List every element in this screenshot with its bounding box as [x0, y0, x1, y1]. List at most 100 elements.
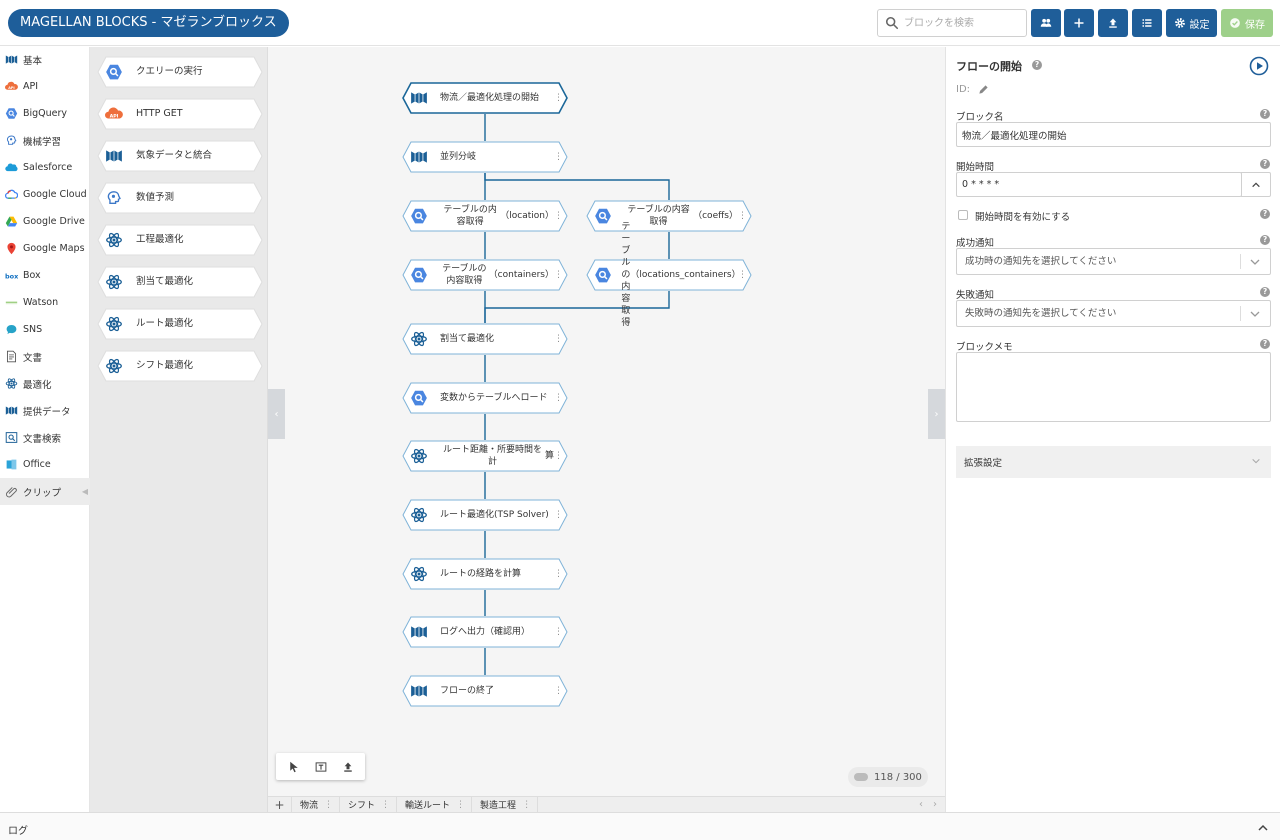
- category-item[interactable]: BigQuery: [0, 100, 90, 127]
- flow-node-assign-opt[interactable]: 割当て最適化 ⋮: [402, 323, 568, 355]
- palette-block[interactable]: 数値予測: [97, 182, 263, 214]
- toggle-icon[interactable]: [854, 773, 868, 781]
- flow-node-route-distance[interactable]: ルート距離・所要時間を計算⋮: [402, 440, 568, 472]
- chevron-right-icon[interactable]: ›: [933, 799, 937, 810]
- pencil-icon[interactable]: [978, 84, 989, 95]
- help-icon[interactable]: ?: [1260, 235, 1270, 245]
- search-box[interactable]: [877, 9, 1027, 37]
- settings-button[interactable]: 設定: [1166, 9, 1217, 37]
- flow-node-route-opt[interactable]: ルート最適化(TSP Solver) ⋮: [402, 499, 568, 531]
- help-icon[interactable]: ?: [1260, 159, 1270, 169]
- palette-block[interactable]: 工程最適化: [97, 224, 263, 256]
- pointer-tool[interactable]: [285, 758, 303, 776]
- flow-node-start[interactable]: 物流／最適化処理の開始⋮: [402, 82, 568, 114]
- category-item[interactable]: Google Maps: [0, 235, 90, 262]
- category-item[interactable]: 機械学習: [0, 127, 90, 154]
- flow-canvas[interactable]: 物流／最適化処理の開始⋮ 並列分岐⋮ テーブルの内容取得（location）⋮ テーブ…: [268, 47, 945, 796]
- help-icon[interactable]: ?: [1032, 60, 1042, 70]
- category-item[interactable]: Office: [0, 451, 90, 478]
- category-item[interactable]: Watson: [0, 289, 90, 316]
- node-menu-icon[interactable]: ⋮: [554, 334, 563, 344]
- list-button[interactable]: [1132, 9, 1162, 37]
- users-button[interactable]: [1031, 9, 1061, 37]
- category-item[interactable]: Salesforce: [0, 154, 90, 181]
- palette-block[interactable]: ルート最適化: [97, 308, 263, 340]
- memo-field[interactable]: [956, 352, 1271, 422]
- category-item[interactable]: Google Cloud: [0, 181, 90, 208]
- category-item[interactable]: Google Drive: [0, 208, 90, 235]
- log-bar[interactable]: ログ: [0, 812, 1280, 840]
- failure-notification-select[interactable]: 失敗時の通知先を選択してください: [956, 300, 1271, 327]
- help-icon[interactable]: ?: [1260, 109, 1270, 119]
- text-tool[interactable]: [312, 758, 330, 776]
- flow-tab[interactable]: 製造工程⋮: [472, 796, 539, 813]
- help-icon[interactable]: ?: [1260, 287, 1270, 297]
- search-input[interactable]: [904, 14, 1022, 32]
- header-bar: MAGELLAN BLOCKS - マゼランブロックス 設定 保存: [0, 0, 1280, 46]
- flow-node-end[interactable]: フローの終了⋮: [402, 675, 568, 707]
- node-menu-icon[interactable]: ⋮: [554, 93, 563, 103]
- collapse-properties-handle[interactable]: ›: [928, 389, 945, 439]
- node-menu-icon[interactable]: ⋮: [554, 451, 563, 461]
- flow-node-load-table[interactable]: 変数からテーブルへロード⋮: [402, 382, 568, 414]
- node-menu-icon[interactable]: ⋮: [738, 211, 747, 221]
- flow-node-label: ルート最適化(TSP Solver): [440, 510, 549, 520]
- node-menu-icon[interactable]: ⋮: [738, 270, 747, 280]
- node-menu-icon[interactable]: ⋮: [554, 686, 563, 696]
- node-menu-icon[interactable]: ⋮: [554, 152, 563, 162]
- tab-menu-icon[interactable]: ⋮: [381, 799, 391, 810]
- flow-node-branch[interactable]: 並列分岐⋮: [402, 141, 568, 173]
- advanced-settings-toggle[interactable]: 拡張設定: [956, 446, 1271, 478]
- flow-tab[interactable]: 物流⋮: [292, 796, 341, 813]
- play-circle-icon[interactable]: [1249, 56, 1269, 76]
- category-item[interactable]: SNS: [0, 316, 90, 343]
- chevron-left-icon[interactable]: ‹: [919, 799, 923, 810]
- node-menu-icon[interactable]: ⋮: [554, 211, 563, 221]
- app-title[interactable]: MAGELLAN BLOCKS - マゼランブロックス: [8, 9, 289, 37]
- save-button[interactable]: 保存: [1221, 9, 1273, 37]
- category-item[interactable]: 基本: [0, 46, 90, 73]
- node-menu-icon[interactable]: ⋮: [554, 270, 563, 280]
- help-icon[interactable]: ?: [1260, 209, 1270, 219]
- palette-block[interactable]: 割当て最適化: [97, 266, 263, 298]
- start-time-field[interactable]: [956, 172, 1242, 197]
- category-item[interactable]: 文書: [0, 343, 90, 370]
- flow-node-label: 割当て最適化: [440, 334, 495, 344]
- chevron-up-icon[interactable]: [1257, 822, 1269, 832]
- export-tool[interactable]: [339, 758, 357, 776]
- success-notification-select[interactable]: 成功時の通知先を選択してください: [956, 248, 1271, 275]
- flow-node-get-locations-containers[interactable]: テーブルの内容取得（locations_containers）⋮: [586, 222, 752, 328]
- tab-menu-icon[interactable]: ⋮: [456, 799, 466, 810]
- help-icon[interactable]: ?: [1260, 339, 1270, 349]
- palette-block[interactable]: クエリーの実行: [97, 56, 263, 88]
- start-time-toggle[interactable]: [1241, 172, 1271, 197]
- category-item[interactable]: クリップ◀: [0, 478, 90, 505]
- flow-node-get-containers[interactable]: テーブルの内容取得（containers）⋮: [402, 259, 568, 291]
- flow-node-get-coeffs[interactable]: テーブルの内容取得（coeffs）⋮: [586, 200, 752, 232]
- node-menu-icon[interactable]: ⋮: [554, 510, 563, 520]
- flow-node-route-path[interactable]: ルートの経路を計算⋮: [402, 558, 568, 590]
- flow-node-log-output[interactable]: ログへ出力（確認用）⋮: [402, 616, 568, 648]
- node-menu-icon[interactable]: ⋮: [554, 627, 563, 637]
- node-menu-icon[interactable]: ⋮: [554, 569, 563, 579]
- palette-block[interactable]: 気象データと統合: [97, 140, 263, 172]
- enable-start-time-checkbox[interactable]: [958, 210, 968, 220]
- add-tab-button[interactable]: +: [268, 796, 292, 813]
- flow-tab[interactable]: シフト⋮: [340, 796, 398, 813]
- category-item[interactable]: 最適化: [0, 370, 90, 397]
- palette-block[interactable]: シフト最適化: [97, 350, 263, 382]
- node-menu-icon[interactable]: ⋮: [554, 393, 563, 403]
- tab-menu-icon[interactable]: ⋮: [522, 799, 532, 810]
- collapse-palette-handle[interactable]: ‹: [268, 389, 285, 439]
- add-button[interactable]: [1064, 9, 1094, 37]
- block-name-field[interactable]: [956, 122, 1271, 147]
- tab-menu-icon[interactable]: ⋮: [324, 799, 334, 810]
- category-item[interactable]: 文書検索: [0, 424, 90, 451]
- category-item[interactable]: 提供データ: [0, 397, 90, 424]
- flow-node-get-location[interactable]: テーブルの内容取得（location）⋮: [402, 200, 568, 232]
- flow-tab[interactable]: 輸送ルート⋮: [397, 796, 473, 813]
- upload-button[interactable]: [1098, 9, 1128, 37]
